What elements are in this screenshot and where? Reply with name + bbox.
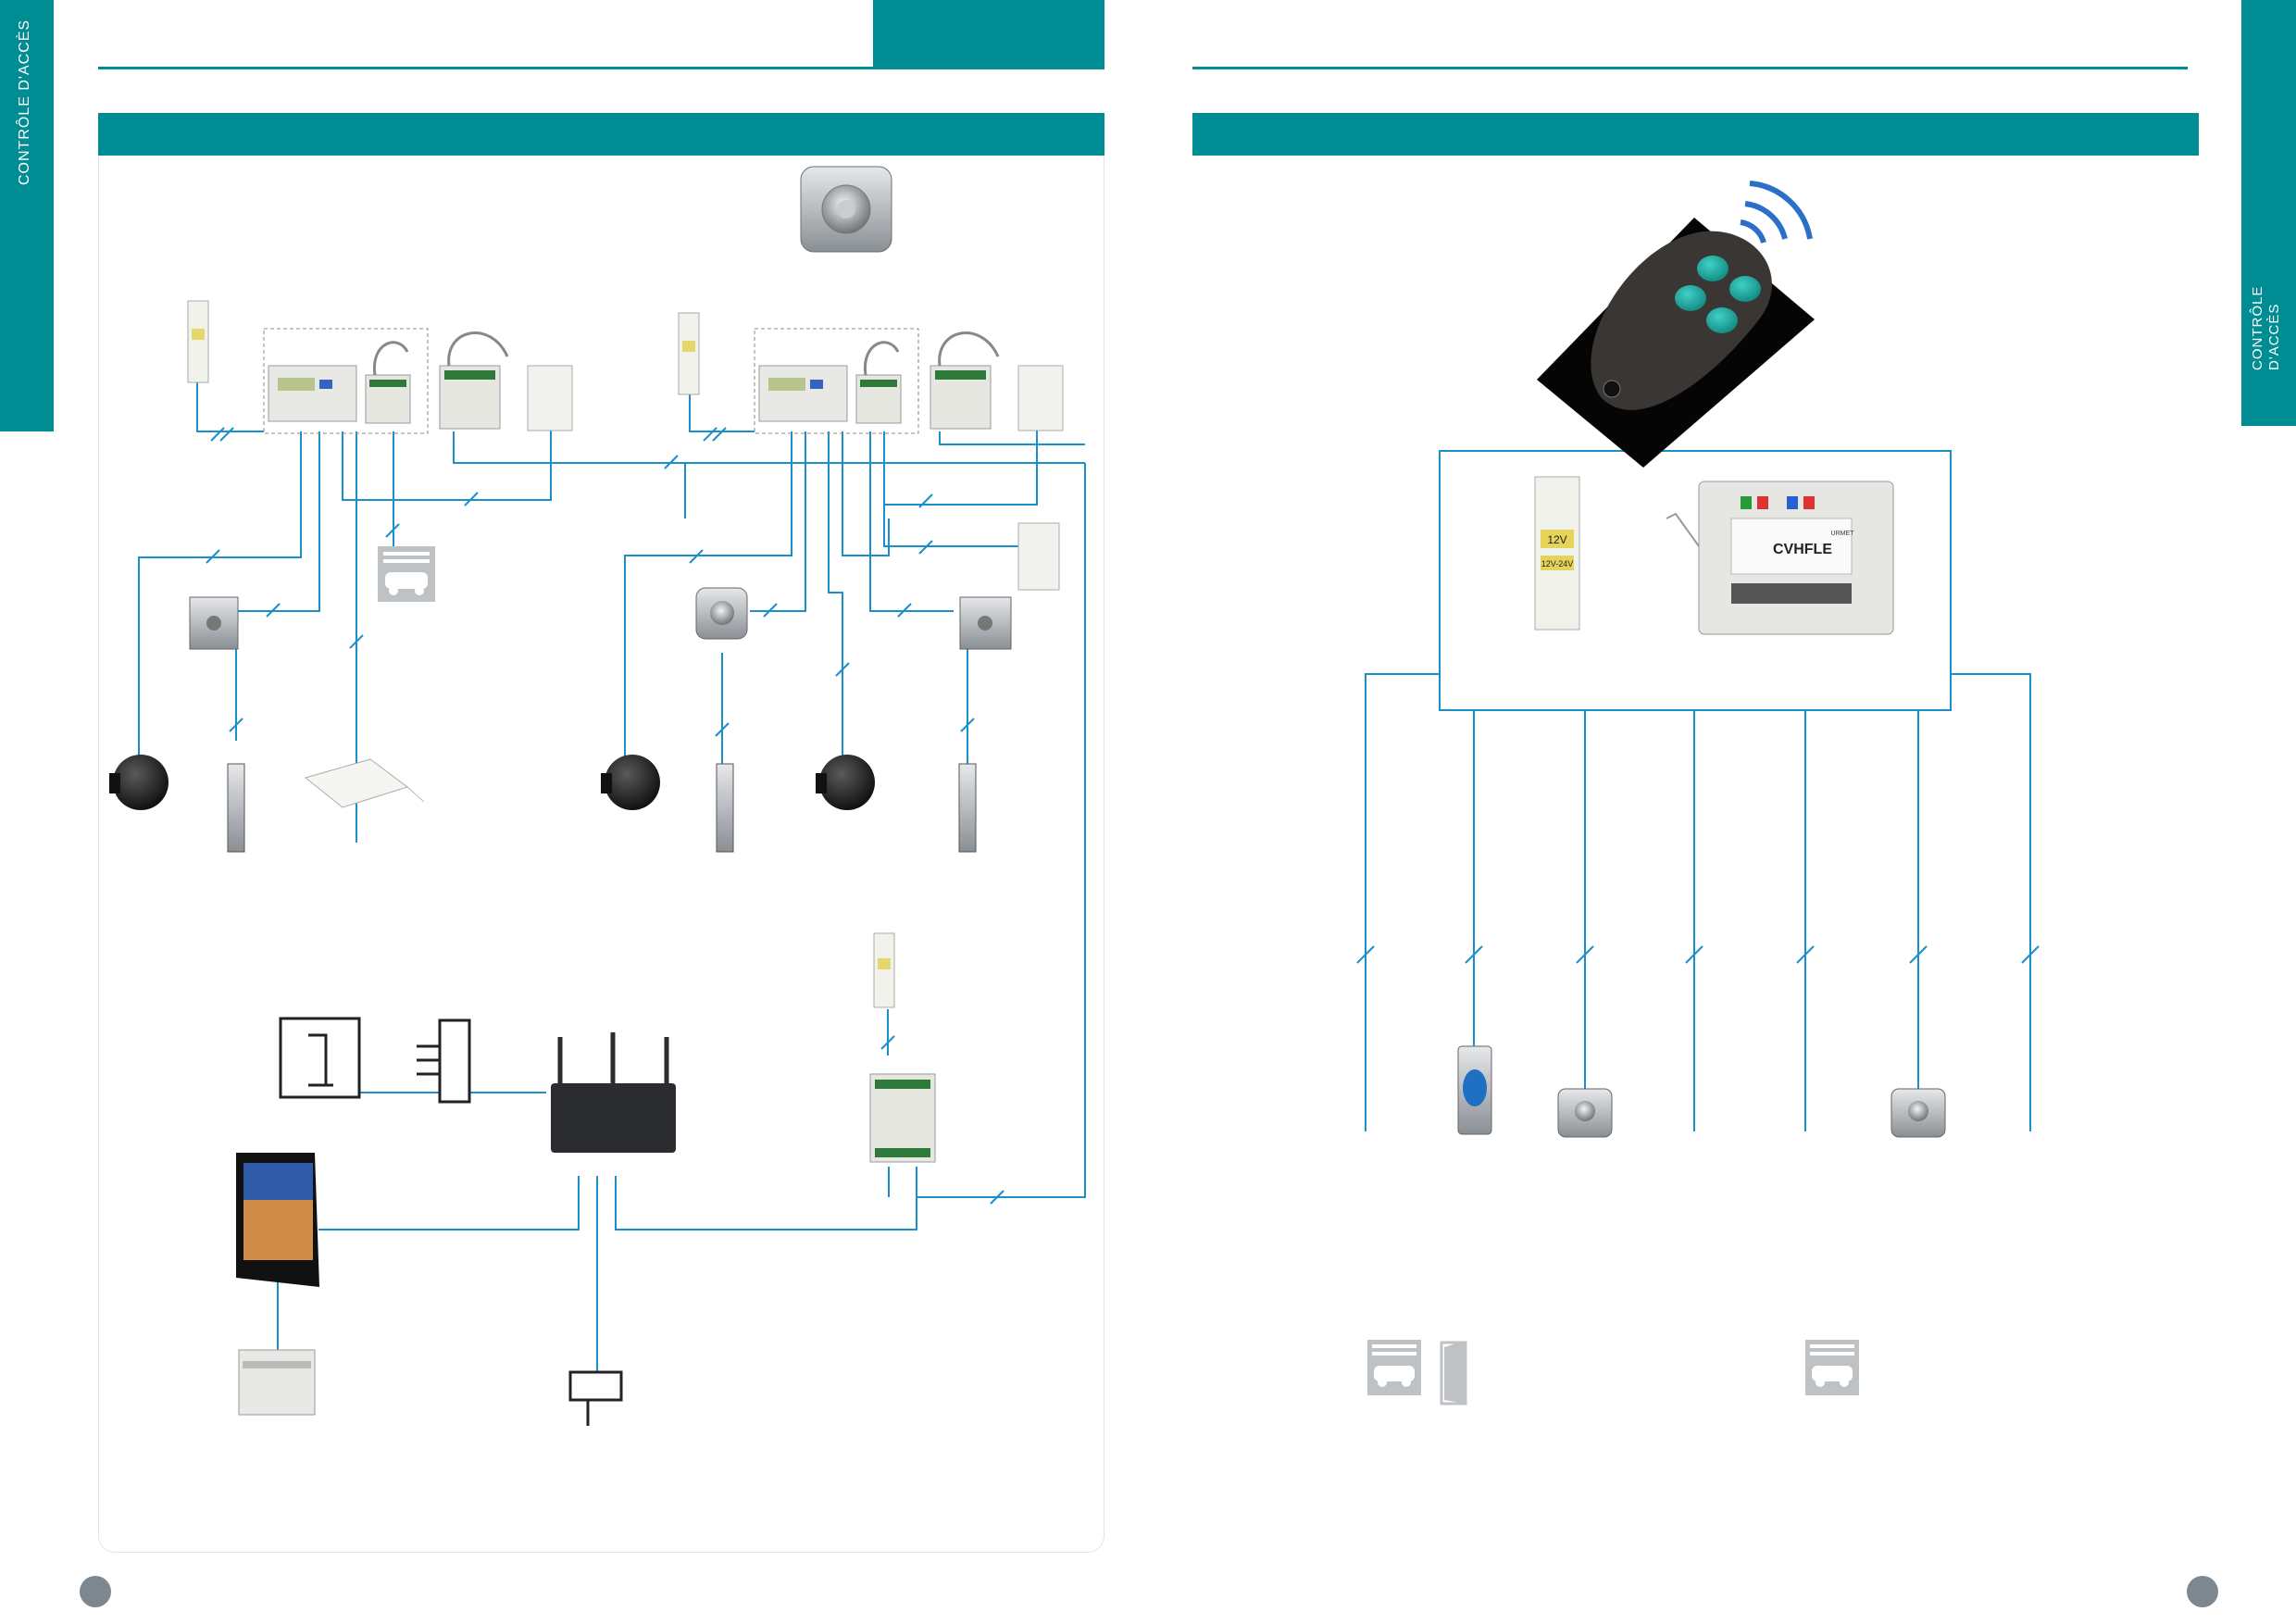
door-station-top	[800, 166, 892, 253]
network-socket	[279, 1017, 361, 1099]
module-unit-1	[439, 331, 573, 431]
right-section-banner	[1192, 113, 2199, 156]
dome-camera-2	[601, 755, 660, 810]
left-side-tab	[0, 0, 54, 431]
door-icon	[1440, 1341, 1467, 1405]
garage-icon-right-1	[1367, 1340, 1421, 1395]
psu-12v	[1534, 476, 1580, 631]
left-header-rule	[98, 67, 1104, 69]
garage-icon	[378, 546, 435, 602]
psu-12v-label: 12V	[1547, 533, 1566, 546]
right-header-rule	[1192, 67, 2188, 69]
router	[551, 1032, 676, 1153]
right-page-number-dot	[2187, 1576, 2218, 1607]
dome-camera-3	[816, 755, 875, 810]
door-station-right-1	[1557, 1088, 1613, 1138]
psu-12v-sublabel: 12V-24V	[1541, 559, 1574, 568]
radio-signal-icon	[1740, 181, 1813, 244]
maglock-2	[716, 763, 734, 853]
left-page-number-dot	[80, 1576, 111, 1607]
receiver-label: CVHFLE	[1773, 542, 1832, 557]
right-wire-marks	[1356, 945, 2040, 964]
ip-module	[869, 1073, 936, 1163]
touchscreen-monitor	[236, 1153, 319, 1287]
right-side-tab	[2241, 0, 2296, 426]
left-wire-marks	[206, 427, 1004, 1205]
left-section-banner	[98, 113, 1104, 156]
garage-icon-right-2	[1805, 1340, 1859, 1395]
receiver-brand: URMET	[1831, 531, 1855, 537]
keypad-reader-1	[189, 596, 239, 650]
controller-unit-2	[754, 328, 919, 434]
left-header-block	[873, 0, 1104, 67]
rj45-connector	[417, 1018, 471, 1104]
receiver-cvhfle	[1666, 481, 1894, 635]
remote-control	[1537, 218, 1815, 468]
din-psu-2	[678, 312, 700, 395]
door-station-right-2	[1890, 1088, 1946, 1138]
maglock-1	[227, 763, 245, 853]
dome-camera-1	[109, 755, 168, 810]
keypad-reader-2	[959, 596, 1012, 650]
din-psu-1	[187, 300, 209, 383]
power-adapter	[568, 1370, 623, 1426]
controller-unit-1	[263, 328, 429, 434]
gate-controller-box	[304, 758, 425, 808]
left-content-panel	[98, 156, 1104, 1553]
maglock-3	[958, 763, 977, 853]
door-station-2	[695, 587, 748, 640]
module-unit-2	[930, 331, 1064, 431]
left-wires	[138, 380, 1086, 1375]
psu-box-right	[1017, 522, 1060, 591]
din-rail-module	[238, 1349, 316, 1416]
exit-button	[1457, 1045, 1492, 1135]
din-psu-3	[873, 932, 895, 1008]
right-wires	[1365, 450, 2031, 1131]
